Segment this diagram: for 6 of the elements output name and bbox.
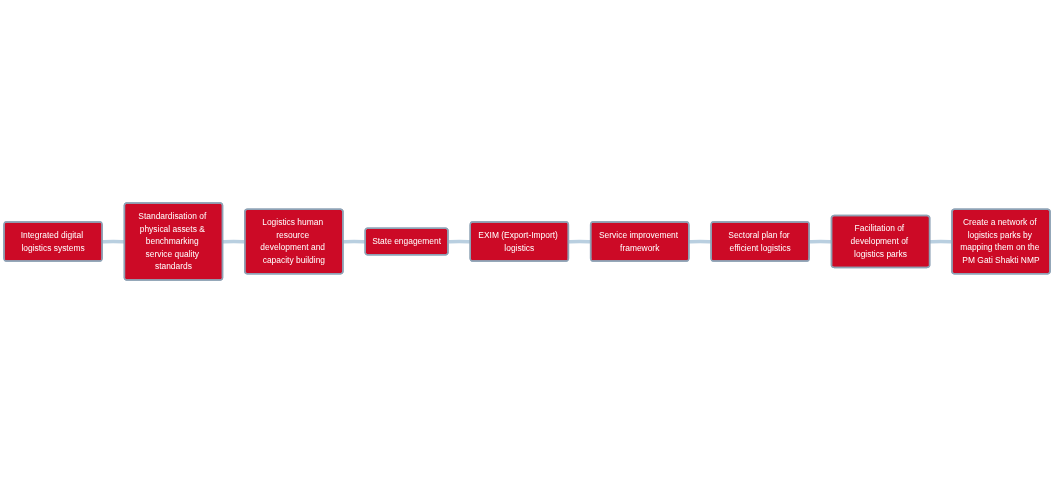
connector (102, 239, 125, 243)
connector (689, 239, 712, 243)
connector (809, 239, 832, 243)
connector (568, 239, 591, 243)
connector (343, 239, 366, 243)
connector (448, 239, 471, 243)
